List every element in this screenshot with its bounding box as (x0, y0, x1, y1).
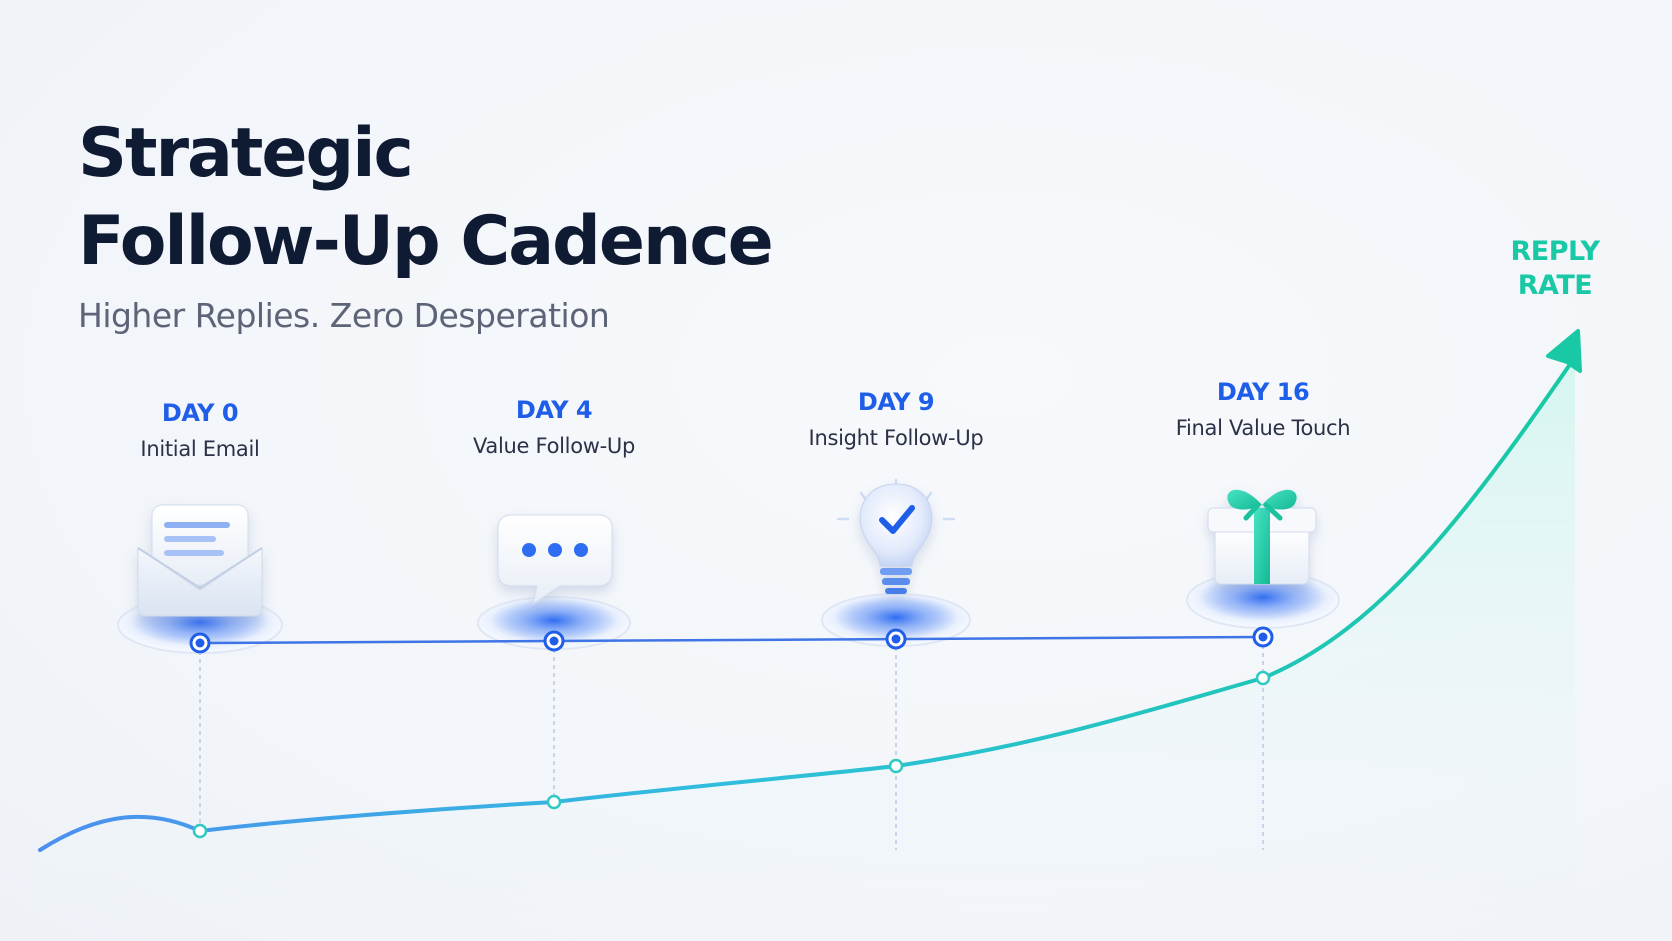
step-label: Insight Follow-Up (808, 426, 984, 450)
timeline-markers (189, 626, 1274, 654)
step-label: Final Value Touch (1175, 416, 1351, 440)
step-label: Initial Email (140, 437, 260, 461)
subtitle: Higher Replies. Zero Desperation (78, 296, 610, 335)
gift-icon (1207, 489, 1317, 585)
title-line-1: Strategic (78, 114, 414, 193)
reply-rate-line-1: REPLY (1510, 236, 1600, 267)
title-line-2: Follow-Up Cadence (78, 202, 774, 281)
step-label: Value Follow-Up (473, 434, 635, 458)
page-title: Strategic Follow-Up Cadence (78, 110, 774, 286)
step-day: DAY 9 (857, 388, 935, 416)
chat-bubble-icon (497, 514, 613, 606)
step-day-9: DAY 9 Insight Follow-Up (746, 387, 1046, 451)
step-day: DAY 16 (1216, 378, 1310, 406)
curve-area (40, 357, 1575, 941)
step-day-4: DAY 4 Value Follow-Up (404, 395, 704, 459)
step-day: DAY 0 (161, 399, 239, 427)
step-day-16: DAY 16 Final Value Touch (1113, 377, 1413, 441)
envelope-icon (137, 504, 263, 617)
reply-rate-line-2: RATE (1517, 270, 1593, 301)
curve-markers (192, 670, 1271, 839)
step-day-0: DAY 0 Initial Email (50, 398, 350, 462)
timeline-line (199, 635, 1264, 645)
reply-rate-label: REPLY RATE (1460, 235, 1650, 303)
lightbulb-icon (836, 478, 956, 594)
step-day: DAY 4 (515, 396, 593, 424)
curve-arrowhead (1546, 329, 1582, 373)
